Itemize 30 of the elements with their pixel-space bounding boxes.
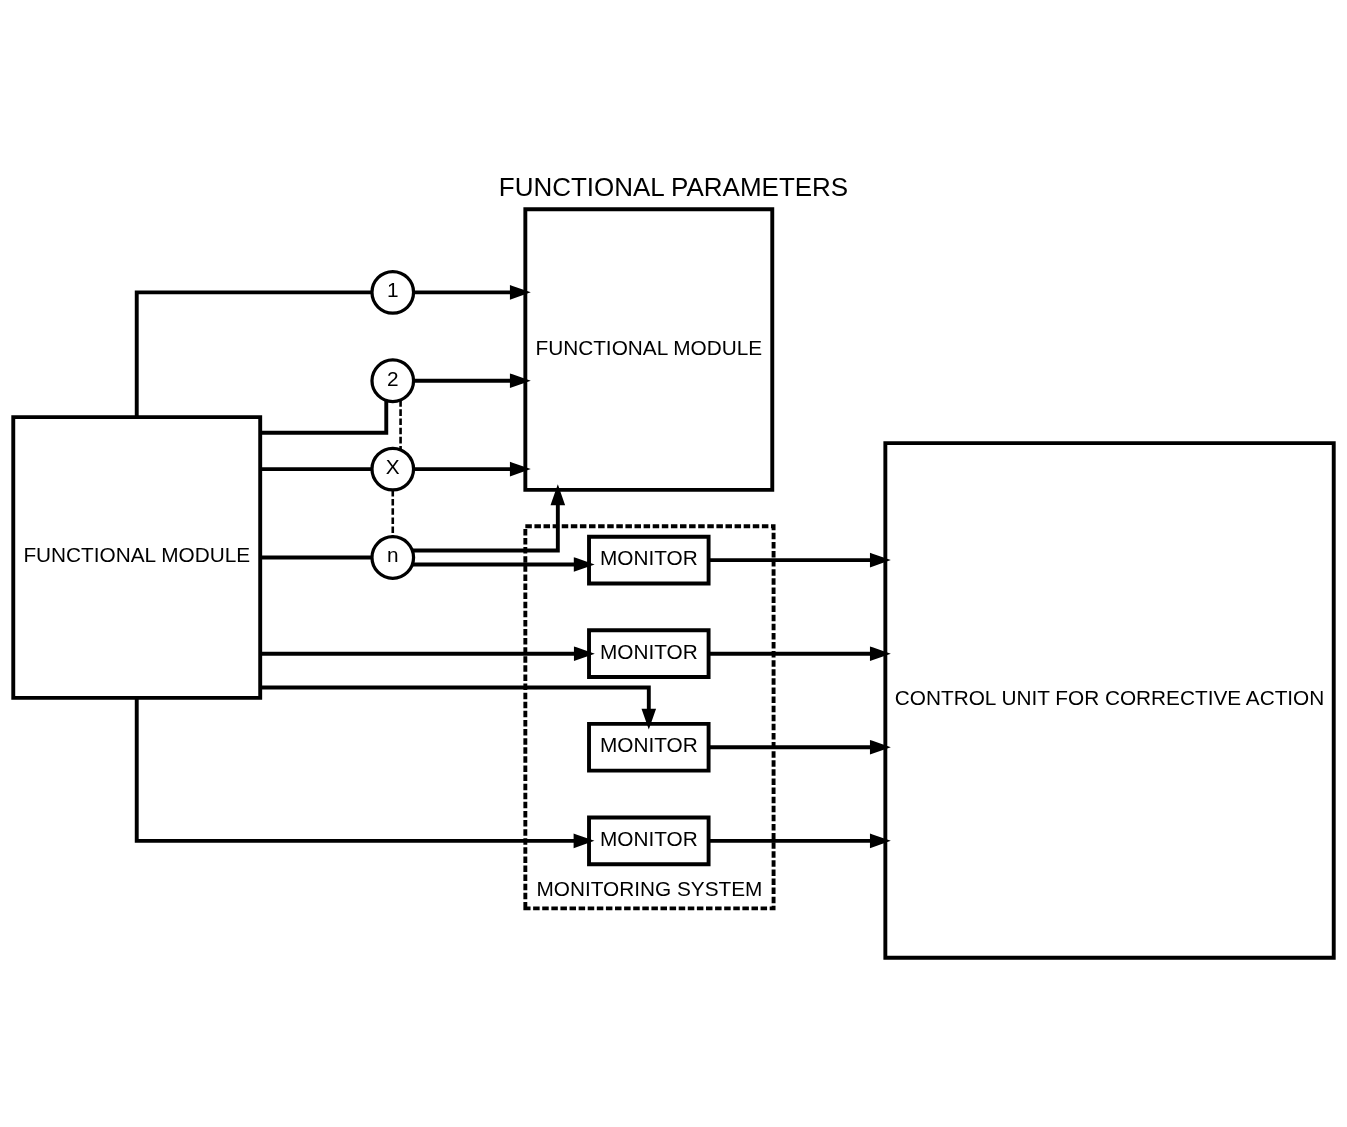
node-box: CONTROL UNIT FOR CORRECTIVE ACTION (883, 440, 1336, 960)
arrow (413, 284, 531, 300)
node-box: MONITOR (587, 721, 711, 773)
connector (391, 489, 395, 536)
node-box: MONITOR (587, 627, 711, 679)
arrow (134, 697, 595, 848)
arrow (260, 685, 657, 730)
node-box: FUNCTIONAL MODULE (11, 414, 263, 700)
connector (399, 399, 402, 450)
node-box: MONITOR (587, 815, 711, 866)
arrow (709, 552, 891, 567)
arrow (709, 739, 891, 755)
node-circle: X (370, 446, 416, 492)
node-box: MONITOR (587, 534, 711, 585)
arrow (413, 372, 531, 388)
connector (260, 466, 372, 471)
arrow (413, 483, 566, 553)
connector (260, 400, 389, 435)
connector (134, 289, 372, 417)
node-circle: 2 (370, 357, 416, 403)
arrow (412, 556, 595, 572)
node-circle: 1 (370, 269, 416, 315)
diagram-title: FUNCTIONAL PARAMETERS (498, 171, 849, 202)
connector (260, 555, 372, 559)
arrow (709, 645, 891, 661)
arrow (413, 461, 531, 476)
node-box: FUNCTIONAL MODULE (523, 206, 775, 492)
arrow (260, 645, 595, 661)
node-circle: n (370, 534, 416, 580)
arrow (709, 833, 891, 848)
